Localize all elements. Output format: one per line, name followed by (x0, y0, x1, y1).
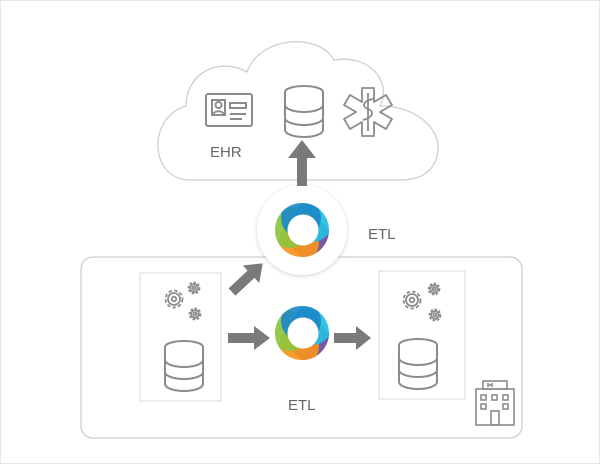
ehr-label: EHR (210, 144, 242, 161)
etl-top-logo (275, 203, 329, 257)
etl-top-label: ETL (368, 226, 396, 243)
arrow-right-out-of-etl (334, 326, 371, 350)
gears-icon (164, 281, 202, 321)
target-database-icon (398, 338, 438, 391)
logo-center (287, 214, 319, 246)
etl-bottom-logo (275, 306, 329, 360)
arrow-up (288, 140, 316, 186)
logo-center (287, 317, 319, 349)
id-card-icon (205, 93, 253, 127)
etl-bottom-label: ETL (288, 397, 316, 414)
arrow-right-into-etl (228, 326, 270, 350)
star-of-life-icon (343, 87, 393, 137)
target-gears-icon (402, 282, 442, 322)
hospital-icon (475, 380, 515, 426)
source-database-icon (164, 340, 204, 393)
cloud-database-icon (284, 85, 324, 139)
arrow-diagonal (228, 263, 263, 296)
